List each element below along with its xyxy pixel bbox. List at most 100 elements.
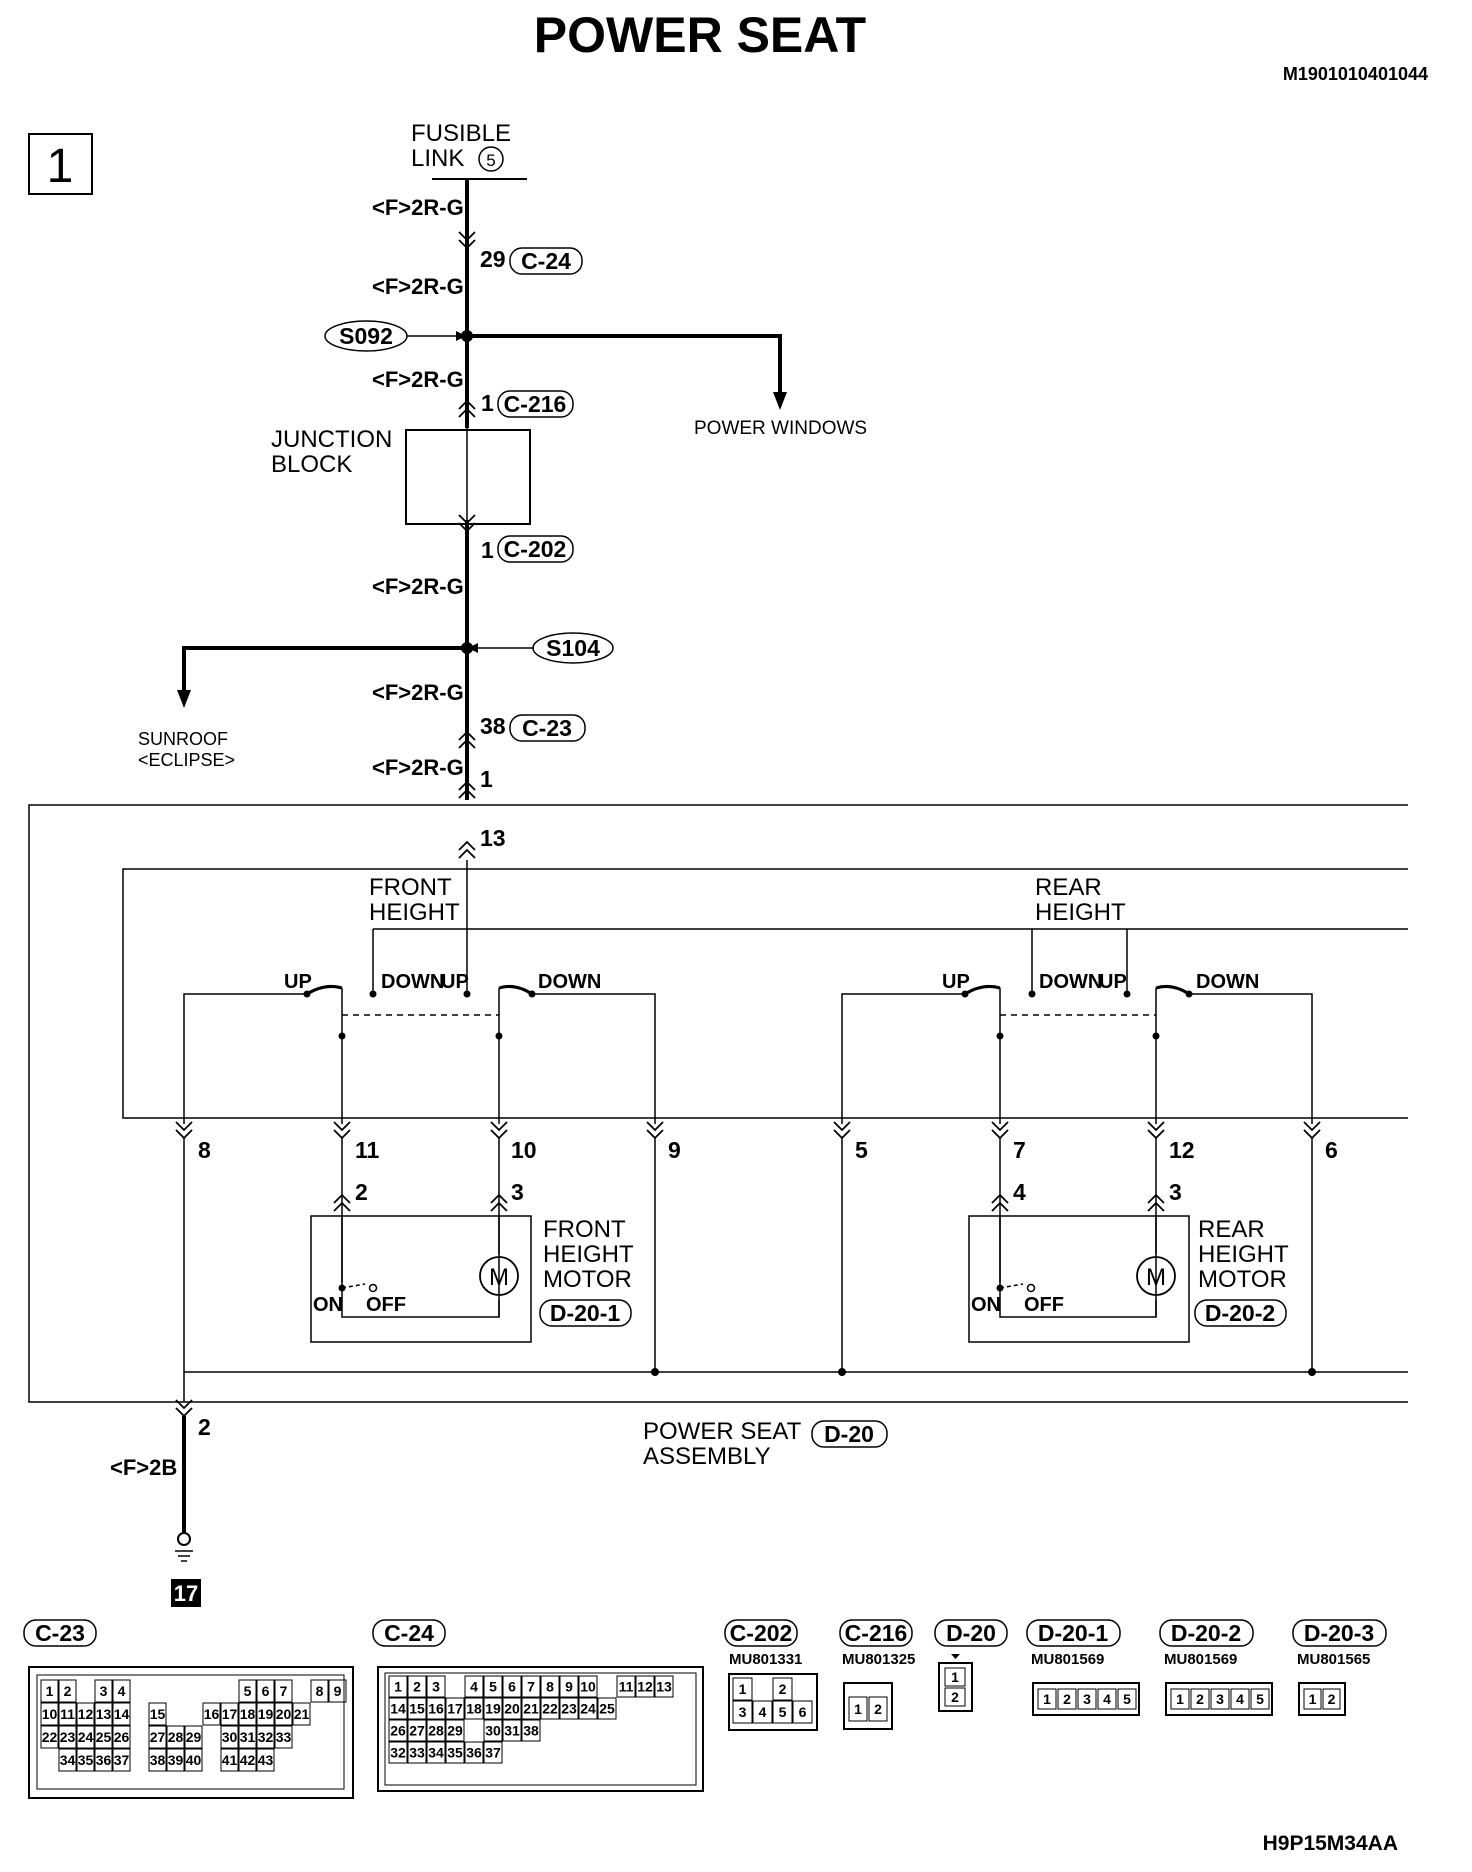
c202-view-name: C-202 <box>730 1620 793 1646</box>
front-switch-label-2: HEIGHT <box>369 899 460 926</box>
connector-pin-number: 6 <box>262 1683 270 1699</box>
connector-cavity <box>94 1702 113 1726</box>
ground-number: 17 <box>174 1581 198 1606</box>
connector-cavity <box>256 1748 275 1772</box>
connector-cavity <box>131 1726 148 1748</box>
connector-pin-number: 12 <box>78 1706 94 1722</box>
connector-pin-number: 37 <box>485 1745 501 1761</box>
connector-cavity <box>407 1697 427 1720</box>
connector-cavity <box>540 1675 560 1698</box>
connector-cavity <box>521 1675 541 1698</box>
connector-cavity <box>112 1679 131 1703</box>
switch-supply-wire <box>372 860 1408 994</box>
front-height-motor: M ON OFF FRONT HEIGHT MOTOR D-20-1 <box>310 1215 634 1343</box>
connector-pin-number: 39 <box>168 1752 184 1768</box>
connector-cavity <box>274 1679 293 1703</box>
front-down-label: DOWN <box>381 971 444 993</box>
s092-label: S092 <box>339 323 393 349</box>
connector-pin-number: 5 <box>489 1679 497 1695</box>
connector-pin-number: 1 <box>46 1683 54 1699</box>
connector-pin-number: 35 <box>78 1752 94 1768</box>
connector-pin-number: 26 <box>390 1723 406 1739</box>
connector-pin-number: 31 <box>504 1723 520 1739</box>
connector-cavity <box>483 1697 503 1720</box>
connector-cavity <box>1117 1688 1137 1710</box>
sunroof-arrow <box>177 690 191 708</box>
connector-pin-number: 43 <box>258 1752 274 1768</box>
rear-height-switch: UP DOWN UP DOWN <box>841 971 1313 1124</box>
connector-cavity <box>256 1725 275 1749</box>
ground-wire-code: <F>2B <box>110 1455 177 1480</box>
connector-pin-number: 6 <box>799 1704 807 1720</box>
c24-view-name: C-24 <box>384 1620 434 1646</box>
connector-cavity <box>76 1748 95 1772</box>
rear-motor-label-2: HEIGHT <box>1198 1241 1289 1268</box>
connector-pin-number: 5 <box>244 1683 252 1699</box>
connector-cavity <box>445 1719 465 1742</box>
ground-pin: 2 <box>198 1414 211 1440</box>
switch-in-pin: 13 <box>480 825 506 851</box>
connector-cavity <box>40 1702 59 1726</box>
connector-cavity <box>1230 1688 1250 1710</box>
connector-pin-number: 23 <box>60 1729 76 1745</box>
connector-pin-number: 13 <box>656 1679 672 1695</box>
connector-cavity <box>446 1676 464 1697</box>
connector-pin-number: 25 <box>599 1701 615 1717</box>
connector-cavity <box>166 1748 185 1772</box>
connector-cavity <box>502 1719 522 1742</box>
connector-pin-number: 32 <box>258 1729 274 1745</box>
wire-code-1: <F>2R-G <box>372 195 464 220</box>
connector-pin-number: 2 <box>779 1681 787 1697</box>
connector-pin-number: 2 <box>1328 1691 1336 1707</box>
connector-cavity <box>1210 1688 1230 1710</box>
connector-cavity <box>868 1696 888 1722</box>
connector-pin-number: 5 <box>1256 1691 1264 1707</box>
connector-cavity <box>274 1725 293 1749</box>
connector-pin-number: 42 <box>240 1752 256 1768</box>
connector-pin-number: 19 <box>485 1701 501 1717</box>
connector-pin-number: 36 <box>466 1745 482 1761</box>
connector-pin-number: 10 <box>580 1679 596 1695</box>
fusible-link-label: FUSIBLE <box>411 120 511 147</box>
connector-pin-number: 24 <box>580 1701 596 1717</box>
rear-motor-off: OFF <box>1024 1294 1064 1316</box>
pin-front-b: 10 <box>511 1137 537 1163</box>
connector-cavity <box>94 1679 113 1703</box>
front-height-switch: UP DOWN UP DOWN <box>183 971 656 1124</box>
connector-pin-number: 21 <box>294 1706 310 1722</box>
connector-pin-number: 30 <box>222 1729 238 1745</box>
connector-cavity <box>58 1702 77 1726</box>
assembly-connector-tag <box>811 1420 888 1448</box>
connector-pin-number: 4 <box>1236 1691 1244 1707</box>
pin-rear-motor-b: 3 <box>1169 1179 1182 1205</box>
switch-output-chevrons <box>175 1121 1321 1140</box>
connector-cavity <box>407 1719 427 1742</box>
c216-name: C-216 <box>504 391 567 417</box>
pin-rear-b: 12 <box>1169 1137 1195 1163</box>
connector-cavity <box>256 1679 275 1703</box>
d203-view-name: D-20-3 <box>1304 1620 1374 1646</box>
connector-cavity <box>76 1702 95 1726</box>
connector-pin-number: 1 <box>951 1669 959 1685</box>
connector-cavity <box>521 1697 541 1720</box>
connector-pin-number: 27 <box>150 1729 166 1745</box>
connector-pin-number: 40 <box>186 1752 202 1768</box>
connector-pin-number: 23 <box>561 1701 577 1717</box>
connector-pin-number: 10 <box>42 1706 58 1722</box>
connector-cavity <box>772 1700 793 1724</box>
connector-cavity <box>1037 1688 1057 1710</box>
rear-motor-connector: D-20-2 <box>1205 1300 1275 1326</box>
connector-cavity <box>597 1697 617 1720</box>
connector-cavity <box>502 1675 522 1698</box>
c216-part: MU801325 <box>842 1651 915 1668</box>
connector-cavity <box>203 1726 220 1748</box>
connector-pin-number: 1 <box>1176 1691 1184 1707</box>
connector-pin-number: 41 <box>222 1752 238 1768</box>
connector-cavity <box>310 1679 329 1703</box>
sunroof-branch <box>182 646 467 694</box>
connector-pin-number: 20 <box>276 1706 292 1722</box>
connector-cavity <box>292 1702 311 1726</box>
pin-rear-a: 7 <box>1013 1137 1026 1163</box>
connector-cavity <box>598 1676 616 1697</box>
